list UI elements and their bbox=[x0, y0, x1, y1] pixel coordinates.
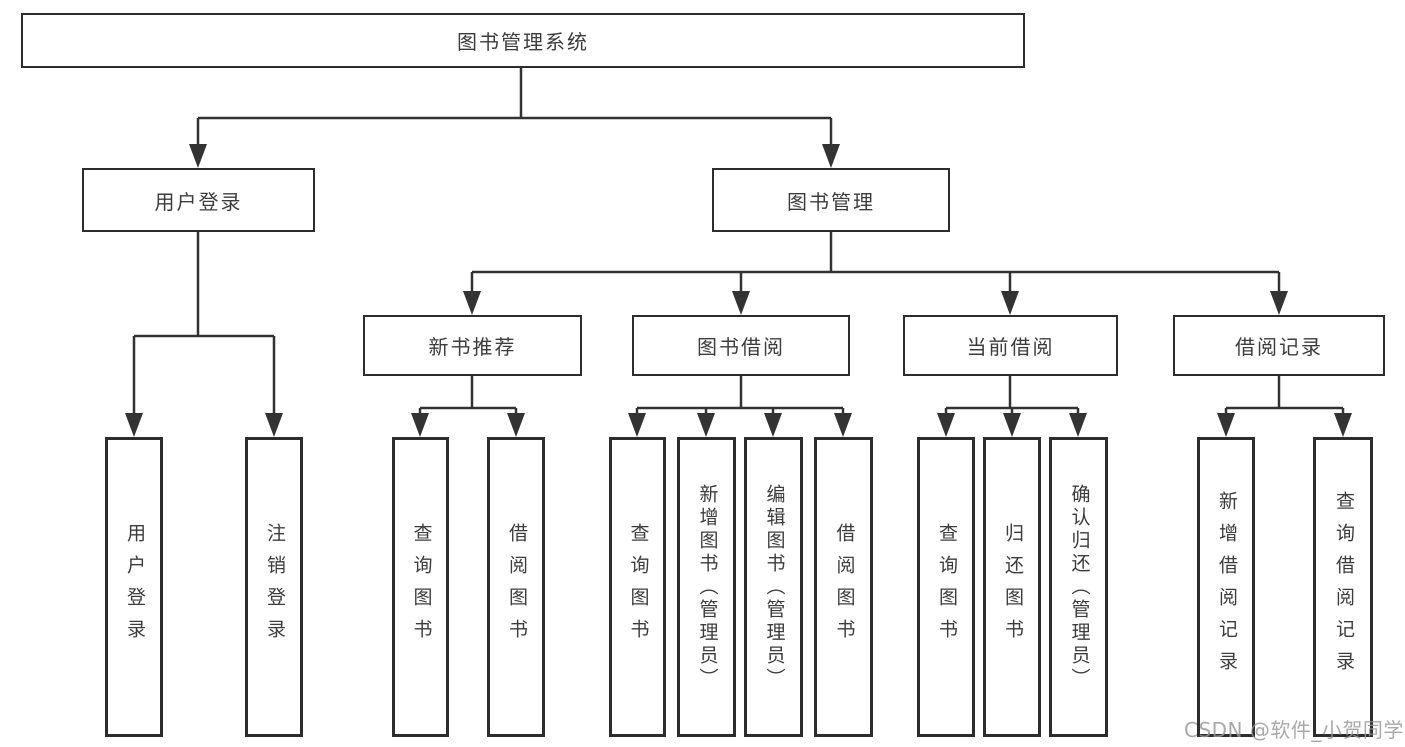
leaf-label: 查询借阅记录 bbox=[1332, 491, 1355, 683]
node-leaf-add-borrow-record: 新增借阅记录 bbox=[1197, 437, 1255, 737]
leaf-label: 查询图书 bbox=[410, 523, 433, 651]
node-book-borrow-label: 图书借阅 bbox=[697, 335, 785, 359]
leaf-label: 注销登录 bbox=[263, 523, 286, 651]
arrowhead bbox=[411, 413, 429, 437]
arrowhead bbox=[697, 413, 715, 437]
node-leaf-confirm-return-admin: 确认归还（管理员） bbox=[1049, 437, 1108, 737]
node-leaf-query-books-1: 查询图书 bbox=[392, 437, 449, 737]
leaf-label: 借阅图书 bbox=[833, 523, 856, 651]
arrowhead bbox=[834, 413, 852, 437]
arrowhead bbox=[1270, 291, 1288, 315]
node-book-management-label: 图书管理 bbox=[787, 189, 875, 214]
leaf-label: 新增借阅记录 bbox=[1215, 491, 1238, 683]
arrowhead bbox=[1334, 413, 1352, 437]
leaf-label: 编辑图书（管理员） bbox=[763, 483, 786, 691]
node-borrow-records-label: 借阅记录 bbox=[1235, 335, 1323, 359]
arrowhead bbox=[764, 413, 782, 437]
arrowhead bbox=[463, 291, 481, 315]
leaf-label: 查询图书 bbox=[935, 523, 958, 651]
node-user-login: 用户登录 bbox=[82, 168, 315, 232]
arrowheads bbox=[125, 144, 1352, 437]
arrowhead bbox=[937, 413, 955, 437]
node-current-borrow-label: 当前借阅 bbox=[966, 335, 1055, 359]
connector-book-management-children bbox=[470, 232, 1281, 306]
leaf-label: 新增图书（管理员） bbox=[696, 483, 719, 691]
node-new-book-recommend-label: 新书推荐 bbox=[428, 335, 517, 359]
node-leaf-query-books-3: 查询图书 bbox=[917, 437, 975, 737]
node-root: 图书管理系统 bbox=[21, 13, 1025, 68]
node-new-book-recommend: 新书推荐 bbox=[363, 315, 582, 376]
node-leaf-logout: 注销登录 bbox=[245, 437, 303, 737]
node-leaf-add-books-admin: 新增图书（管理员） bbox=[677, 437, 736, 737]
leaf-label: 查询图书 bbox=[627, 523, 650, 651]
leaf-label: 归还图书 bbox=[1001, 523, 1024, 651]
arrowhead bbox=[628, 413, 646, 437]
arrowhead bbox=[1001, 291, 1019, 315]
node-leaf-edit-books-admin: 编辑图书（管理员） bbox=[744, 437, 803, 737]
connector-root-to-level1 bbox=[196, 68, 833, 158]
leaf-label: 确认归还（管理员） bbox=[1068, 483, 1091, 691]
node-borrow-records: 借阅记录 bbox=[1173, 315, 1385, 376]
arrowhead bbox=[507, 413, 525, 437]
node-root-label: 图书管理系统 bbox=[457, 30, 589, 54]
connector-new-book-recommend-children bbox=[418, 376, 518, 428]
csdn-watermark: CSDN @软件_小贺同学 bbox=[1184, 718, 1404, 742]
node-current-borrow: 当前借阅 bbox=[903, 315, 1118, 376]
arrowhead bbox=[265, 413, 283, 437]
node-leaf-return-books: 归还图书 bbox=[983, 437, 1041, 737]
arrowhead bbox=[125, 413, 143, 437]
node-leaf-user-login: 用户登录 bbox=[105, 437, 163, 737]
node-leaf-borrow-books-1: 借阅图书 bbox=[487, 437, 545, 737]
node-book-borrow: 图书借阅 bbox=[632, 315, 850, 376]
arrowhead bbox=[822, 144, 840, 168]
node-book-management: 图书管理 bbox=[712, 168, 950, 232]
node-leaf-query-borrow-record: 查询借阅记录 bbox=[1313, 437, 1373, 737]
arrowhead bbox=[1217, 413, 1235, 437]
connector-borrow-records-children bbox=[1224, 376, 1345, 428]
arrowhead bbox=[732, 291, 750, 315]
node-leaf-borrow-books-2: 借阅图书 bbox=[814, 437, 873, 737]
connector-book-borrow-children bbox=[635, 376, 845, 428]
arrowhead bbox=[189, 144, 207, 168]
leaf-label: 用户登录 bbox=[123, 523, 146, 651]
node-leaf-query-books-2: 查询图书 bbox=[609, 437, 666, 737]
node-user-login-label: 用户登录 bbox=[154, 189, 243, 214]
connector-user-login-children bbox=[132, 232, 276, 428]
arrowhead bbox=[1003, 413, 1021, 437]
arrowhead bbox=[1069, 413, 1087, 437]
leaf-label: 借阅图书 bbox=[505, 523, 528, 651]
